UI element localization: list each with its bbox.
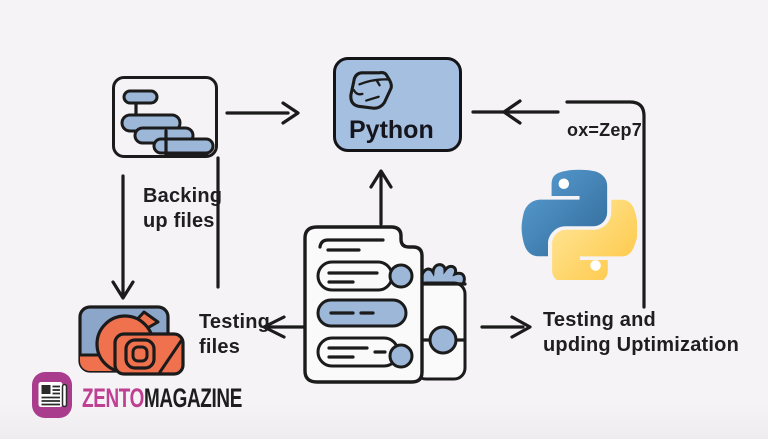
arrow-backup-down <box>111 174 135 300</box>
python-logo-icon <box>521 169 637 280</box>
rock-icon <box>349 71 393 110</box>
code-annotation-text: ox=Zep7 <box>567 120 642 140</box>
brand-wordmark: ZENTOMAGAZINE <box>82 383 242 414</box>
arrow-loop-to-python <box>471 99 646 309</box>
brand-primary: ZENTO <box>82 382 144 413</box>
arrow-gantt-to-python <box>225 101 300 125</box>
jar-icon <box>413 263 467 381</box>
document-checklist-icon <box>303 225 467 384</box>
arrow-document-to-optimization <box>480 315 532 339</box>
label-backing-up-files: Backing up files <box>143 185 223 232</box>
gantt-chart-icon <box>120 89 215 157</box>
arrow-document-to-testing-files <box>262 315 305 339</box>
page-icon <box>303 225 424 384</box>
arrow-document-to-python <box>369 169 393 226</box>
newspaper-icon <box>32 372 72 418</box>
python-node-label: Python <box>349 116 434 144</box>
brand-logo: ZENTOMAGAZINE <box>31 371 311 419</box>
label-testing-optimization: Testing and upding Uptimization <box>543 309 739 356</box>
gantt-node-box <box>112 76 218 158</box>
photo-camera-icon <box>78 305 185 376</box>
brand-secondary: MAGAZINE <box>143 382 242 413</box>
label-testing-files: Testing files <box>199 311 271 358</box>
python-node-box: Python <box>333 57 462 152</box>
